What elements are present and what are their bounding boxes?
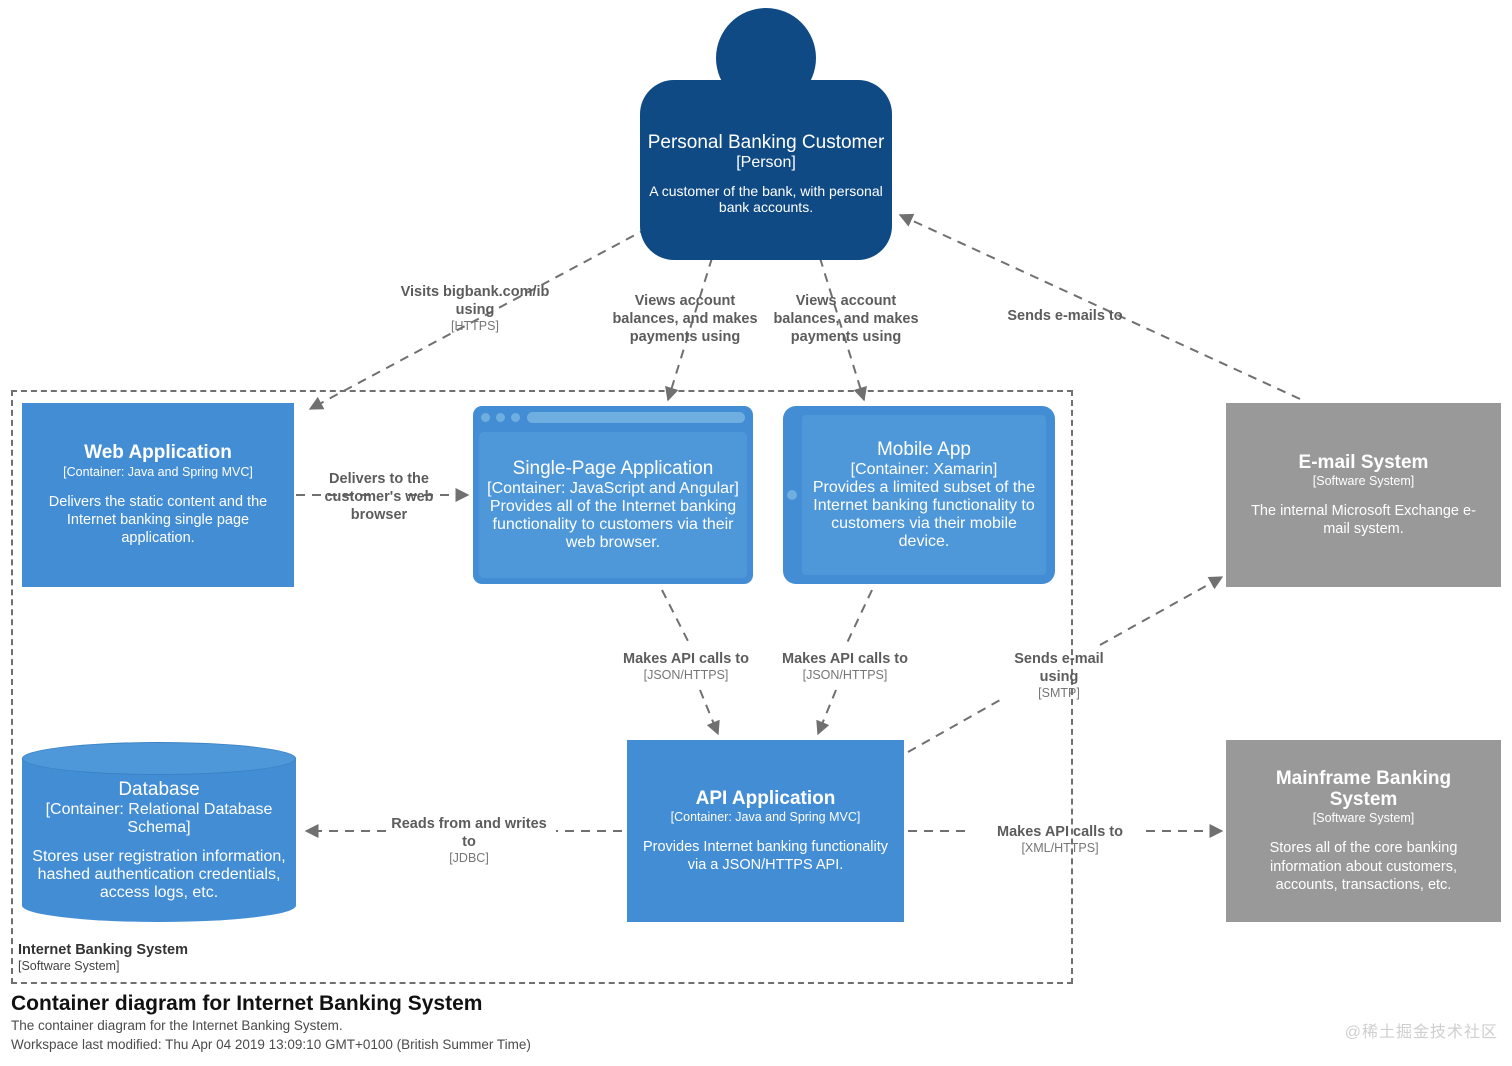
database-text-block: Database [Container: Relational Database… xyxy=(28,770,290,910)
edge-label-text: Makes API calls to xyxy=(997,824,1123,840)
web-application-type: [Container: Java and Spring MVC] xyxy=(63,464,253,479)
node-personal-banking-customer[interactable]: Personal Banking Customer [Person] A cus… xyxy=(640,8,892,260)
tablet-screen xyxy=(802,415,1046,575)
mobile-app-text-block: Mobile App [Container: Xamarin] Provides… xyxy=(807,420,1041,570)
email-system-description: The internal Microsoft Exchange e-mail s… xyxy=(1251,502,1476,538)
watermark: @稀土掘金技术社区 xyxy=(1344,1024,1498,1041)
mobile-app-type: [Container: Xamarin] xyxy=(850,461,998,478)
diagram-subtitle: The container diagram for the Internet B… xyxy=(11,1018,343,1034)
tablet-device-shape xyxy=(783,406,1055,584)
edge-label-technology: [JSON/HTTPS] xyxy=(643,668,729,683)
edge-label-sends-email-using: Sends e-mail using [SMTP] xyxy=(1000,650,1118,702)
boundary-name: Internet Banking System xyxy=(18,942,189,958)
diagram-footer: Container diagram for Internet Banking S… xyxy=(11,990,911,1055)
browser-dot-icon xyxy=(481,413,490,422)
edge-label-sends-emails-to-person: Sends e-mails to xyxy=(980,307,1150,325)
edge-label-reads-writes-db: Reads from and writes to [JDBC] xyxy=(390,815,548,867)
person-title: Personal Banking Customer xyxy=(647,132,885,153)
browser-viewport xyxy=(479,432,747,578)
person-body-shape xyxy=(640,80,892,260)
cylinder-body-shape xyxy=(22,758,296,906)
edge-label-text: Views account balances, and makes paymen… xyxy=(612,293,758,346)
person-text-block: Personal Banking Customer [Person] A cus… xyxy=(646,120,886,252)
web-application-description: Delivers the static content and the Inte… xyxy=(48,493,268,547)
boundary-type: [Software System] xyxy=(18,959,120,974)
diagram-last-modified: Workspace last modified: Thu Apr 04 2019… xyxy=(11,1036,531,1052)
node-database[interactable]: Database [Container: Relational Database… xyxy=(22,742,296,922)
diagram-title: Container diagram for Internet Banking S… xyxy=(11,992,483,1015)
spa-type: [Container: JavaScript and Angular] xyxy=(487,480,739,497)
web-application-title: Web Application xyxy=(84,442,232,464)
person-type: [Person] xyxy=(736,154,796,171)
boundary-label: Internet Banking System [Software System… xyxy=(18,941,188,975)
home-button-icon xyxy=(787,490,797,500)
email-system-title: E-mail System xyxy=(1298,451,1429,473)
edge-label-text: Makes API calls to xyxy=(782,651,908,667)
edge-label-text: Reads from and writes to xyxy=(391,816,547,851)
email-system-type: [Software System] xyxy=(1312,473,1415,488)
internet-banking-system-boundary xyxy=(11,390,1073,984)
edge-label-api-calls-mainframe: Makes API calls to [XML/HTTPS] xyxy=(980,823,1140,857)
browser-dot-icon xyxy=(511,413,520,422)
edge-label-technology: [JSON/HTTPS] xyxy=(802,668,888,683)
person-description: A customer of the bank, with personal ba… xyxy=(649,183,883,215)
edge-label-technology: [SMTP] xyxy=(1038,686,1080,701)
node-email-system[interactable]: E-mail System [Software System] The inte… xyxy=(1226,403,1501,587)
cylinder-top-shape xyxy=(22,742,296,775)
mainframe-type: [Software System] xyxy=(1312,811,1415,826)
mainframe-title: Mainframe Banking System xyxy=(1275,767,1452,811)
node-mainframe-banking-system[interactable]: Mainframe Banking System [Software Syste… xyxy=(1226,740,1501,922)
api-application-title: API Application xyxy=(695,787,836,809)
edge-label-mobile-api-calls: Makes API calls to [JSON/HTTPS] xyxy=(766,650,924,684)
edge-label-text: Sends e-mails to xyxy=(1007,308,1123,324)
edge-label-visits-web-app: Visits bigbank.com/ib using [HTTPS] xyxy=(395,283,555,335)
spa-title: Single-Page Application xyxy=(512,458,714,479)
node-api-application[interactable]: API Application [Container: Java and Spr… xyxy=(627,740,904,922)
edge-label-delivers-to-browser: Delivers to the customer's web browser xyxy=(305,470,453,524)
spa-text-block: Single-Page Application [Container: Java… xyxy=(483,436,743,574)
node-single-page-application[interactable]: Single-Page Application [Container: Java… xyxy=(473,406,753,584)
cylinder-bottom-shape xyxy=(22,889,296,922)
edge-label-technology: [HTTPS] xyxy=(451,319,499,334)
edge-label-text: Delivers to the customer's web browser xyxy=(324,471,434,524)
edge-label-text: Visits bigbank.com/ib using xyxy=(400,284,550,319)
database-type: [Container: Relational Database Schema] xyxy=(45,800,273,836)
edge-label-text: Views account balances, and makes paymen… xyxy=(773,293,919,346)
node-web-application[interactable]: Web Application [Container: Java and Spr… xyxy=(22,403,294,587)
edge-label-technology: [XML/HTTPS] xyxy=(1021,841,1099,856)
edge-label-spa-api-calls: Makes API calls to [JSON/HTTPS] xyxy=(607,650,765,684)
browser-dot-icon xyxy=(496,413,505,422)
browser-window-shape xyxy=(473,406,753,584)
node-mobile-app[interactable]: Mobile App [Container: Xamarin] Provides… xyxy=(783,406,1055,584)
browser-chrome-bar xyxy=(473,406,753,428)
edge-label-text: Makes API calls to xyxy=(623,651,749,667)
mainframe-description: Stores all of the core banking informati… xyxy=(1269,840,1458,893)
browser-address-bar xyxy=(527,412,745,423)
database-title: Database xyxy=(118,778,200,800)
edge-label-views-mobile: Views account balances, and makes paymen… xyxy=(766,292,926,346)
api-application-description: Provides Internet banking functionality … xyxy=(642,838,889,874)
edge-label-text: Sends e-mail using xyxy=(1014,651,1104,686)
api-application-type: [Container: Java and Spring MVC] xyxy=(670,809,861,824)
edge-label-technology: [JDBC] xyxy=(449,851,489,866)
mobile-app-description: Provides a limited subset of the Interne… xyxy=(812,479,1036,550)
spa-description: Provides all of the Internet banking fun… xyxy=(489,498,737,551)
mobile-app-title: Mobile App xyxy=(876,439,971,460)
database-description: Stores user registration information, ha… xyxy=(32,847,286,901)
edge-label-views-spa: Views account balances, and makes paymen… xyxy=(605,292,765,346)
